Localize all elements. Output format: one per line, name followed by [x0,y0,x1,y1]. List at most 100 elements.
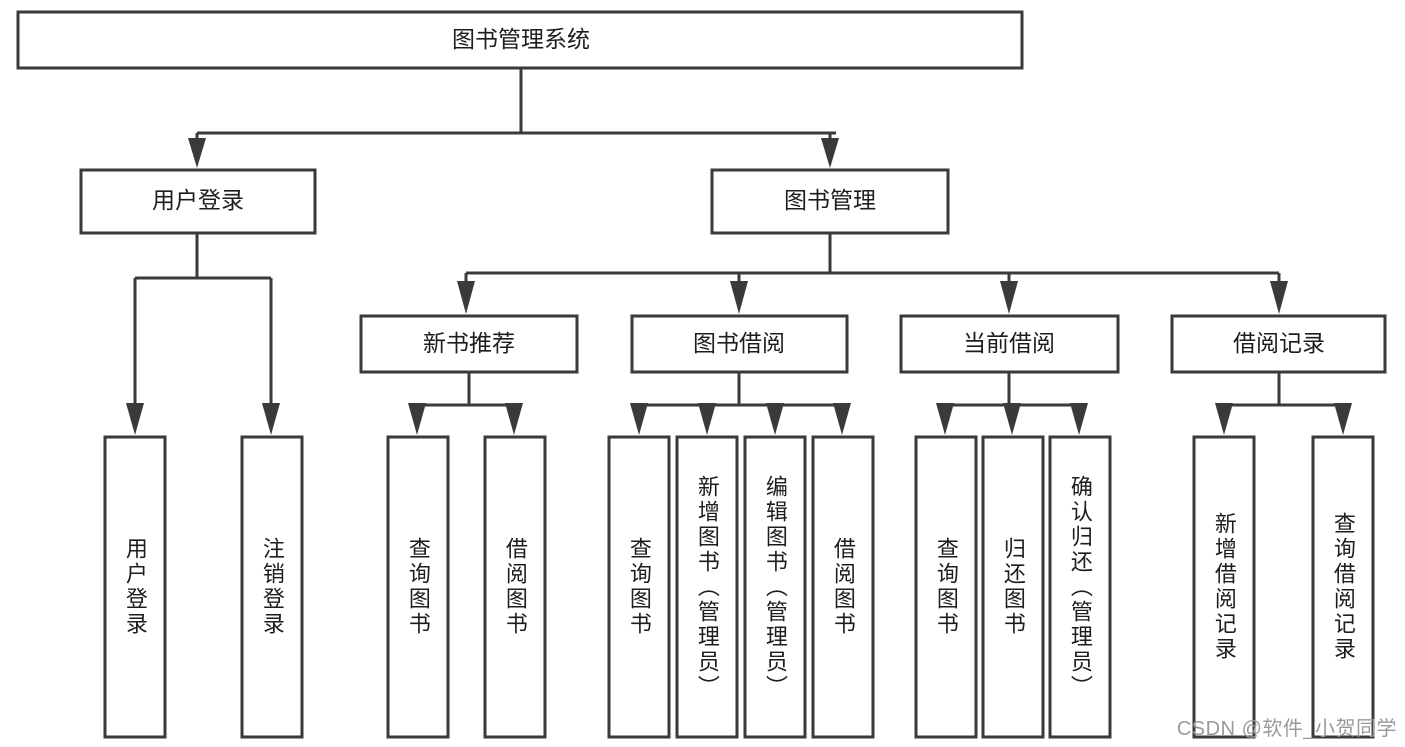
node-leaf-add-book-admin-label-wrap: 新增图书（管理员） [694,474,720,700]
connector-group-new-book-rec [408,372,523,435]
arrow-head-book-borrow [730,281,748,314]
node-leaf-user-login-label: 用户登录 [122,537,148,637]
arrow-head-leaf-borrow-book-1 [505,403,523,435]
node-leaf-edit-book-admin-label-wrap: 编辑图书（管理员） [762,474,788,700]
node-leaf-query-book-1-label-wrap: 查询图书 [405,537,431,637]
node-leaf-query-book-2-box[interactable] [607,435,671,739]
arrow-head-leaf-query-book-3 [936,403,954,435]
node-user-login-box[interactable] [79,168,317,235]
node-leaf-borrow-book-2[interactable]: 借阅图书 [811,435,875,739]
node-leaf-query-record-label: 查询借阅记录 [1330,512,1356,662]
node-leaf-logout-box[interactable] [240,435,304,739]
arrow-head-borrow-record [1270,281,1288,314]
arrow-head-leaf-query-book-1 [408,403,426,435]
node-leaf-confirm-return-admin-label: 确认归还（管理员） [1067,474,1093,700]
node-leaf-edit-book-admin-label: 编辑图书（管理员） [762,474,788,700]
node-leaf-query-book-2[interactable]: 查询图书 [607,435,671,739]
node-leaf-user-login-label-wrap: 用户登录 [122,537,148,637]
node-leaf-add-record-box[interactable] [1192,435,1256,739]
node-leaf-borrow-book-1-label-wrap: 借阅图书 [502,537,528,637]
connector-group-root [188,68,839,168]
node-book-manage-box[interactable] [710,168,950,235]
node-new-book-rec-box[interactable] [359,314,579,374]
node-new-book-rec-label: 新书推荐 [423,330,515,356]
node-leaf-edit-book-admin[interactable]: 编辑图书（管理员） [743,435,807,739]
node-leaf-query-record-box[interactable] [1311,435,1375,739]
arrow-head-leaf-user-login [126,403,144,435]
node-current-borrow-box[interactable] [899,314,1120,374]
node-leaf-user-login-box[interactable] [103,435,167,739]
node-leaf-return-book-label: 归还图书 [1000,537,1026,637]
node-leaf-add-book-admin-box[interactable] [675,435,739,739]
node-book-manage[interactable]: 图书管理 [710,168,950,235]
node-user-login-label: 用户登录 [152,187,244,213]
arrow-head-leaf-edit-book-admin [766,403,784,435]
node-current-borrow[interactable]: 当前借阅 [899,314,1120,374]
node-leaf-query-book-1[interactable]: 查询图书 [386,435,450,739]
node-book-borrow-label: 图书借阅 [693,330,785,356]
node-leaf-query-book-2-label: 查询图书 [626,537,652,637]
arrow-head-new-book-rec [457,281,475,314]
connector-group-user-login [126,233,280,435]
node-borrow-record-box[interactable] [1170,314,1387,374]
node-leaf-query-record[interactable]: 查询借阅记录 [1311,435,1375,739]
arrow-head-current-borrow [1000,281,1018,314]
node-leaf-confirm-return-admin-box[interactable] [1048,435,1112,739]
node-leaf-return-book[interactable]: 归还图书 [981,435,1045,739]
arrow-head-leaf-return-book [1003,403,1021,435]
node-leaf-confirm-return-admin[interactable]: 确认归还（管理员） [1048,435,1112,739]
node-leaf-add-book-admin[interactable]: 新增图书（管理员） [675,435,739,739]
node-book-manage-label: 图书管理 [784,187,876,213]
connector-group-book-manage [457,233,1288,314]
node-book-borrow[interactable]: 图书借阅 [630,314,849,374]
node-leaf-borrow-book-2-label: 借阅图书 [830,537,856,637]
node-leaf-borrow-book-1-box[interactable] [483,435,547,739]
node-leaf-borrow-book-2-label-wrap: 借阅图书 [830,537,856,637]
node-new-book-rec[interactable]: 新书推荐 [359,314,579,374]
node-leaf-add-record-label: 新增借阅记录 [1211,512,1237,662]
node-leaf-query-record-label-wrap: 查询借阅记录 [1330,512,1356,662]
node-book-borrow-box[interactable] [630,314,849,374]
connector-group-borrow-record [1215,372,1352,435]
node-leaf-return-book-label-wrap: 归还图书 [1000,537,1026,637]
node-leaf-logout-label-wrap: 注销登录 [260,537,285,637]
node-leaf-add-record-label-wrap: 新增借阅记录 [1211,512,1237,662]
node-leaf-user-login[interactable]: 用户登录 [103,435,167,739]
node-current-borrow-label: 当前借阅 [963,330,1055,356]
node-leaf-return-book-box[interactable] [981,435,1045,739]
connector-group-book-borrow [630,372,851,435]
node-leaf-borrow-book-1-label: 借阅图书 [502,537,528,637]
arrow-head-leaf-add-record [1215,403,1233,435]
node-leaf-add-book-admin-label: 新增图书（管理员） [694,474,720,700]
arrow-head-leaf-add-book-admin [698,403,716,435]
arrow-head-leaf-logout [262,403,280,435]
node-leaf-query-book-3-box[interactable] [914,435,978,739]
node-user-login[interactable]: 用户登录 [79,168,317,235]
arrow-head-book-manage [821,138,839,168]
node-root-label: 图书管理系统 [452,26,590,52]
node-borrow-record[interactable]: 借阅记录 [1170,314,1387,374]
connector-group-current-borrow [936,372,1088,435]
node-root-box[interactable] [16,10,1024,70]
node-leaf-query-book-2-label-wrap: 查询图书 [626,537,652,637]
node-leaf-query-book-1-box[interactable] [386,435,450,739]
node-leaf-query-book-3-label-wrap: 查询图书 [933,537,959,637]
node-leaf-logout[interactable]: 注销登录 [240,435,304,739]
node-borrow-record-label: 借阅记录 [1233,330,1325,356]
node-leaf-query-book-3-label: 查询图书 [933,537,959,637]
node-leaf-query-book-3[interactable]: 查询图书 [914,435,978,739]
node-leaf-query-book-1-label: 查询图书 [405,537,431,637]
node-root[interactable]: 图书管理系统 [16,10,1024,70]
node-leaf-edit-book-admin-box[interactable] [743,435,807,739]
arrow-head-leaf-borrow-book-2 [833,403,851,435]
arrow-head-leaf-confirm-return-admin [1070,403,1088,435]
arrow-head-leaf-query-book-2 [630,403,648,435]
node-leaf-borrow-book-2-box[interactable] [811,435,875,739]
node-leaf-confirm-return-admin-label-wrap: 确认归还（管理员） [1067,474,1093,700]
node-leaf-add-record[interactable]: 新增借阅记录 [1192,435,1256,739]
node-leaf-borrow-book-1[interactable]: 借阅图书 [483,435,547,739]
arrow-head-leaf-query-record [1334,403,1352,435]
arrow-head-user-login [188,138,206,168]
